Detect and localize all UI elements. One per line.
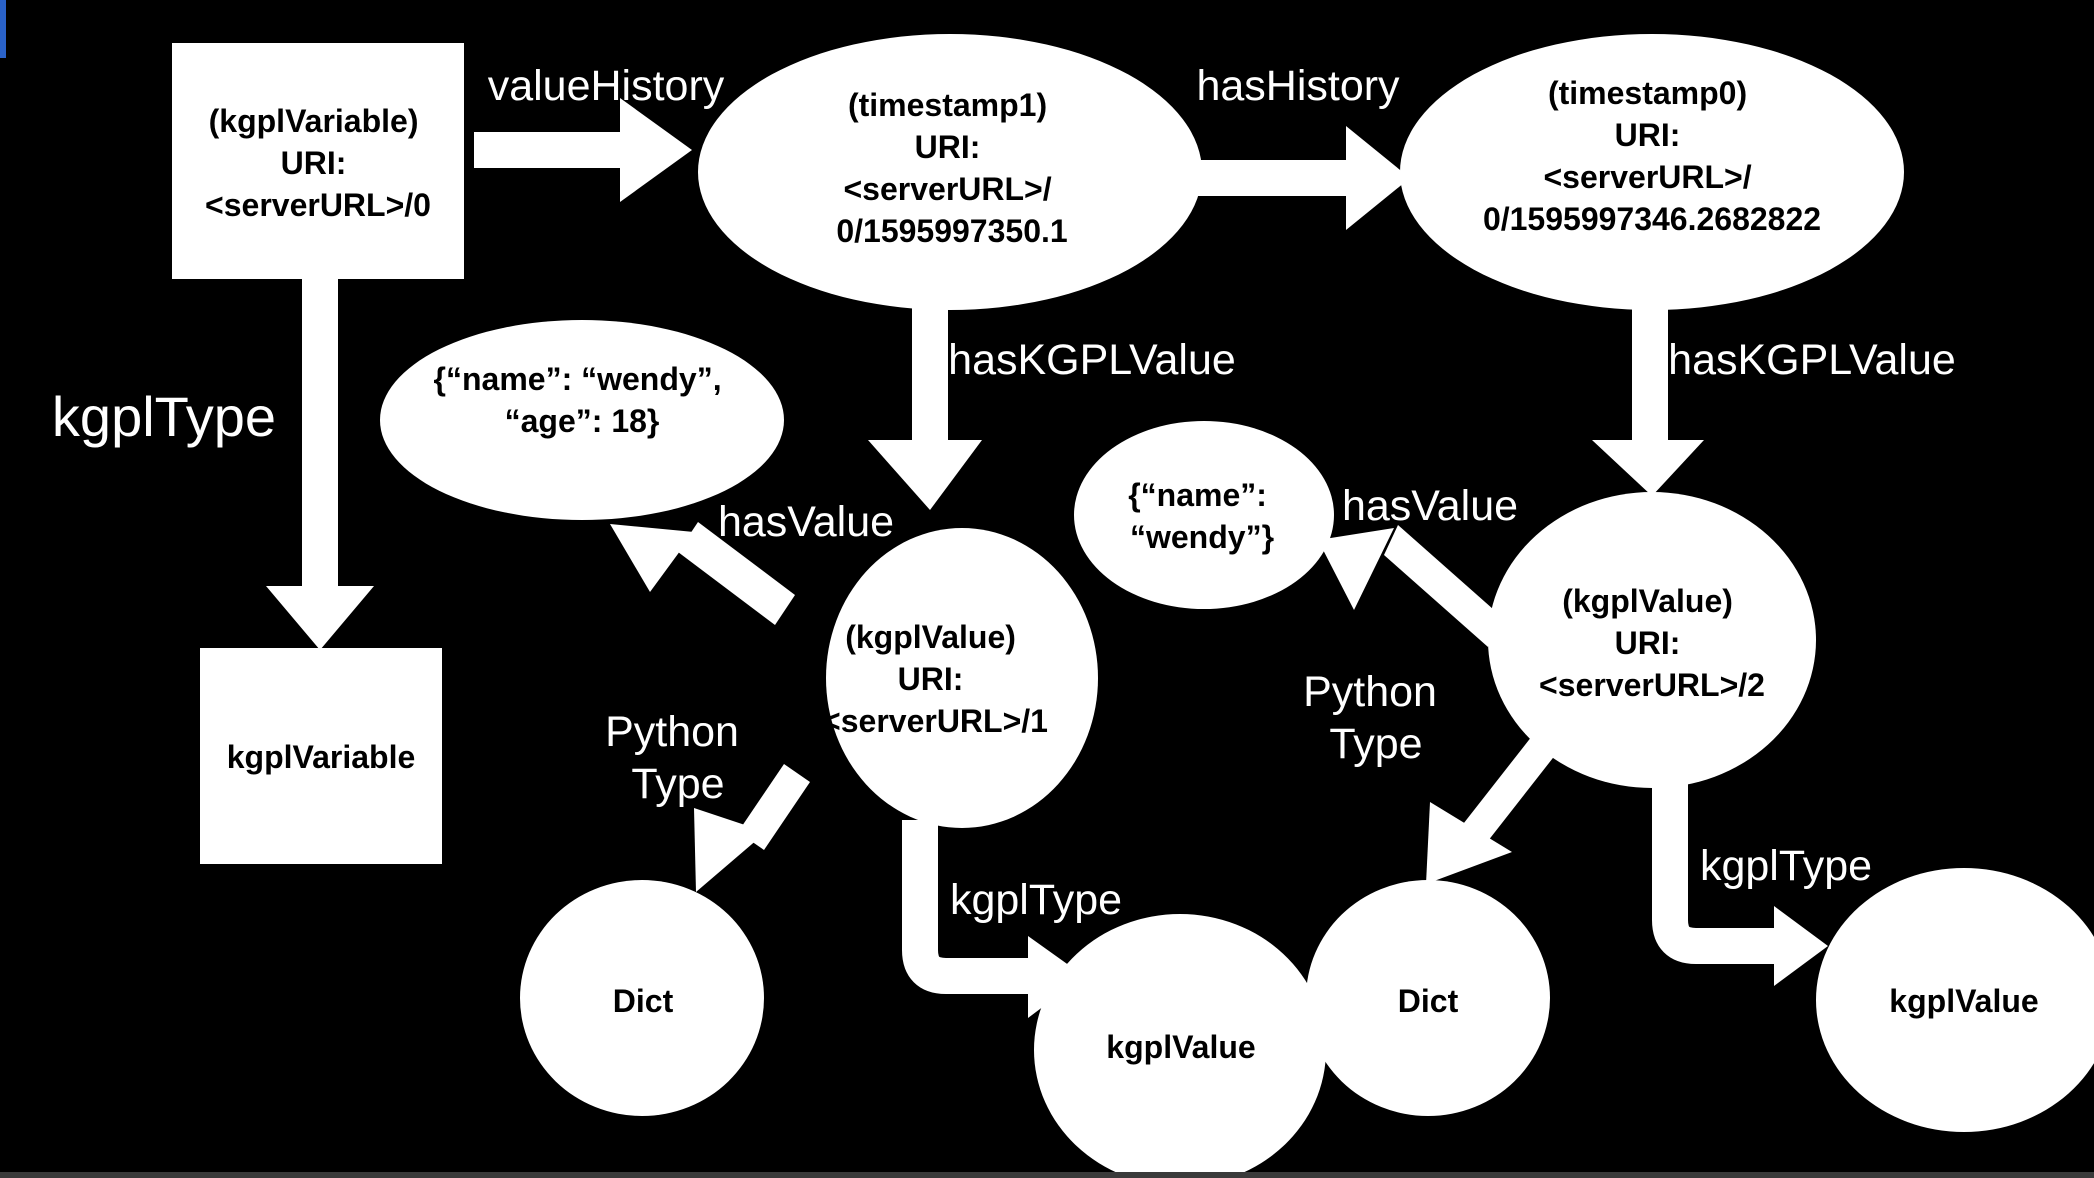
timestamp0-label: (timestamp0) URI: <serverURL>/ 0/1595997… — [1483, 75, 1821, 237]
node-labels: (kgplVariable) URI: <serverURL>/0 kgplVa… — [205, 75, 2039, 1065]
label-line: (timestamp0) — [1548, 75, 1747, 111]
label-line: hasKGPLValue — [948, 336, 1236, 384]
python-type-label-2: Python Type — [1303, 668, 1449, 768]
label-line: kgplValue — [1889, 983, 2038, 1019]
kgpl-type-arrow-2 — [1652, 780, 1828, 986]
has-value-label-1: hasValue — [718, 498, 894, 546]
kgpl-type-arrow-main — [266, 276, 374, 650]
kgpl-value-ellipse-2 — [1488, 492, 1816, 788]
label-line: {“name”: “wendy”, — [434, 361, 722, 397]
dict-type-label-1: Dict — [613, 983, 674, 1019]
label-line: 0/1595997350.1 — [836, 213, 1067, 249]
window-bottom-strip — [0, 1172, 2094, 1178]
label-line: (timestamp1) — [848, 87, 1047, 123]
timestamp0-ellipse — [1400, 34, 1904, 310]
has-history-arrow — [1196, 126, 1410, 230]
label-line: valueHistory — [488, 62, 725, 110]
label-line: <serverURL>/ — [1543, 159, 1751, 195]
has-history-label: hasHistory — [1196, 62, 1400, 110]
label-line: kgplValue — [1106, 1029, 1255, 1065]
label-line: “wendy”} — [1130, 519, 1274, 555]
label-line: <serverURL>/2 — [1539, 667, 1765, 703]
has-kgpl-value-label-2: hasKGPLValue — [1668, 336, 1956, 384]
kgpl-variable-type-label: kgplVariable — [227, 739, 416, 775]
kgpl-type-label-2: kgplType — [1700, 842, 1872, 890]
kgpl-value-type-label-2: kgplValue — [1889, 983, 2038, 1019]
dict-value-ellipse-2 — [1074, 421, 1334, 609]
label-line: kgplType — [1700, 842, 1872, 890]
has-kgpl-value-arrow-1 — [868, 306, 982, 510]
kgpl-value-ellipse-1 — [826, 528, 1098, 828]
label-line: “age”: 18} — [505, 403, 660, 439]
label-line: Python — [605, 708, 739, 756]
label-line: Dict — [1398, 983, 1459, 1019]
nodes — [172, 34, 2094, 1178]
kgpl-variable-type-box — [200, 648, 442, 864]
label-line: kgplVariable — [227, 739, 416, 775]
kgpl-value-label-1: (kgplValue) URI: <serverURL>/1 — [822, 619, 1048, 739]
label-line: (kgplValue) — [845, 619, 1016, 655]
has-value-arrow-2 — [1318, 525, 1502, 647]
kgpl-type-arrow-1 — [902, 820, 1084, 1018]
label-line: URI: — [1615, 625, 1681, 661]
label-line: Type — [631, 760, 724, 808]
has-kgpl-value-arrow-2 — [1592, 306, 1704, 496]
label-line: URI: — [281, 145, 347, 181]
kgpl-type-label-main: kgplType — [52, 385, 276, 448]
label-line: {“name”: — [1128, 477, 1267, 513]
kgpl-value-type-ellipse-2 — [1816, 868, 2094, 1132]
dict-value-label-2: {“name”: “wendy”} — [1128, 477, 1276, 555]
label-line: kgplType — [950, 876, 1122, 924]
python-type-arrow-2 — [1426, 736, 1556, 884]
label-line: Dict — [613, 983, 674, 1019]
label-line: hasValue — [718, 498, 894, 546]
label-line: URI: — [1615, 117, 1681, 153]
kgpl-value-label-2: (kgplValue) URI: <serverURL>/2 — [1539, 583, 1765, 703]
has-value-label-2: hasValue — [1342, 482, 1518, 530]
kgpl-value-type-label-1: kgplValue — [1106, 1029, 1255, 1065]
label-line: hasHistory — [1196, 62, 1400, 110]
label-line: URI: — [898, 661, 964, 697]
dict-value-ellipse-1 — [380, 320, 784, 520]
kgpl-value-type-ellipse-1 — [1034, 914, 1326, 1178]
has-kgpl-value-label-1: hasKGPLValue — [948, 336, 1236, 384]
dict-type-label-2: Dict — [1398, 983, 1459, 1019]
label-line: Python — [1303, 668, 1437, 716]
label-line: (kgplValue) — [1562, 583, 1733, 619]
python-type-label-1: Python Type — [605, 708, 751, 808]
has-value-arrow-1 — [610, 522, 795, 625]
label-line: hasKGPLValue — [1668, 336, 1956, 384]
label-line: Type — [1329, 720, 1422, 768]
kgpl-type-label-1: kgplType — [950, 876, 1122, 924]
label-line: (kgplVariable) — [209, 103, 419, 139]
dict-type-ellipse-2 — [1306, 880, 1550, 1116]
label-line: <serverURL>/0 — [205, 187, 431, 223]
window-accent-bar — [0, 0, 6, 58]
kgpl-variable-box — [172, 43, 464, 279]
value-history-arrow — [474, 98, 692, 202]
value-history-label: valueHistory — [488, 62, 725, 110]
edges — [266, 98, 1704, 892]
label-line: URI: — [915, 129, 981, 165]
edge-labels: valueHistory hasHistory kgplType hasKGPL… — [52, 62, 1956, 924]
dict-type-ellipse-1 — [520, 880, 764, 1116]
label-line: kgplType — [52, 385, 276, 448]
timestamp1-label: (timestamp1) URI: <serverURL>/ 0/1595997… — [836, 87, 1067, 249]
label-line: hasValue — [1342, 482, 1518, 530]
label-line: 0/1595997346.2682822 — [1483, 201, 1821, 237]
kgpl-variable-box-label: (kgplVariable) URI: <serverURL>/0 — [205, 103, 431, 223]
dict-value-label-1: {“name”: “wendy”, “age”: 18} — [434, 361, 731, 439]
label-line: <serverURL>/1 — [822, 703, 1048, 739]
python-type-arrow-1 — [694, 764, 810, 892]
timestamp1-ellipse — [698, 34, 1202, 310]
label-line: <serverURL>/ — [843, 171, 1051, 207]
